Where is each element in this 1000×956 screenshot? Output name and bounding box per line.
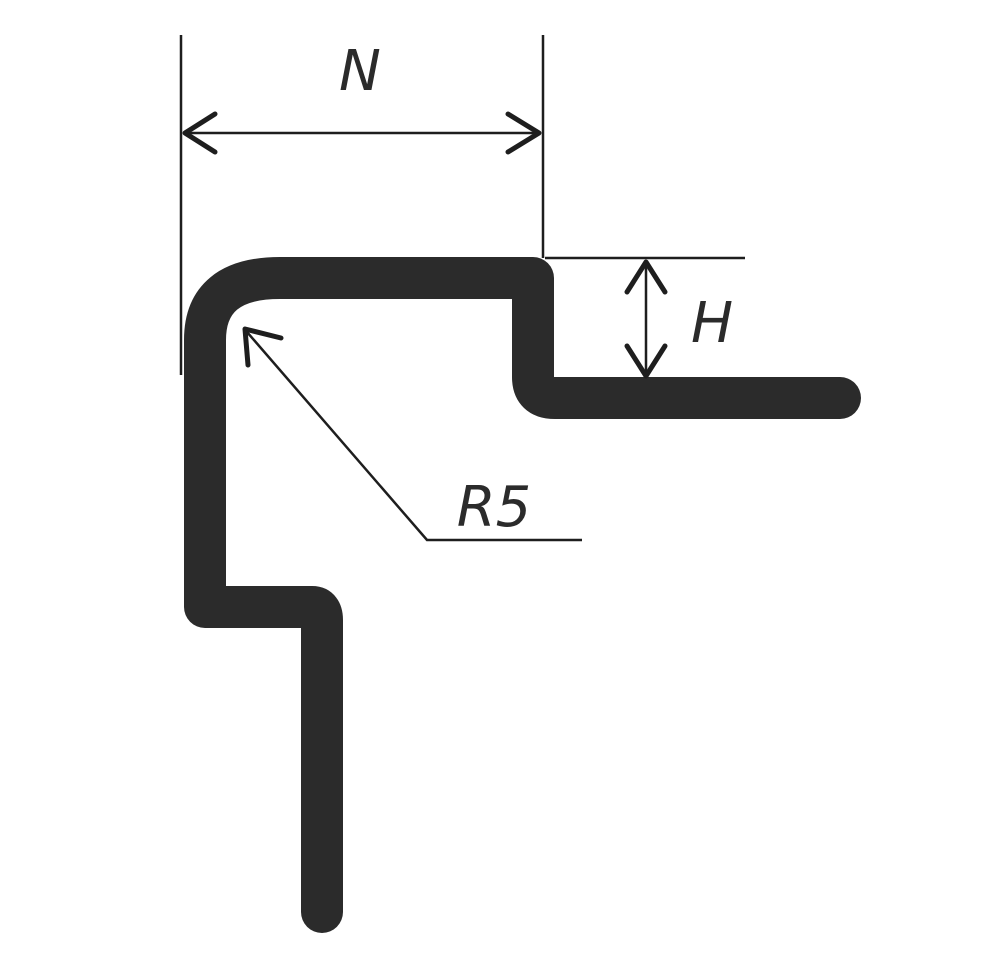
h-label: H xyxy=(691,291,733,356)
radius-arrowhead xyxy=(242,326,284,368)
r5-label: R5 xyxy=(457,475,532,540)
h-arrow-bottom xyxy=(624,343,668,379)
n-dimension xyxy=(179,35,545,375)
n-arrow-left xyxy=(182,111,218,155)
profile-section xyxy=(184,257,861,933)
radius-leader-line xyxy=(246,331,582,542)
n-label: N xyxy=(339,39,381,104)
h-arrow-top xyxy=(624,259,668,295)
n-arrow-right xyxy=(505,111,542,155)
h-dimension xyxy=(545,256,745,379)
radius-callout xyxy=(242,326,582,542)
